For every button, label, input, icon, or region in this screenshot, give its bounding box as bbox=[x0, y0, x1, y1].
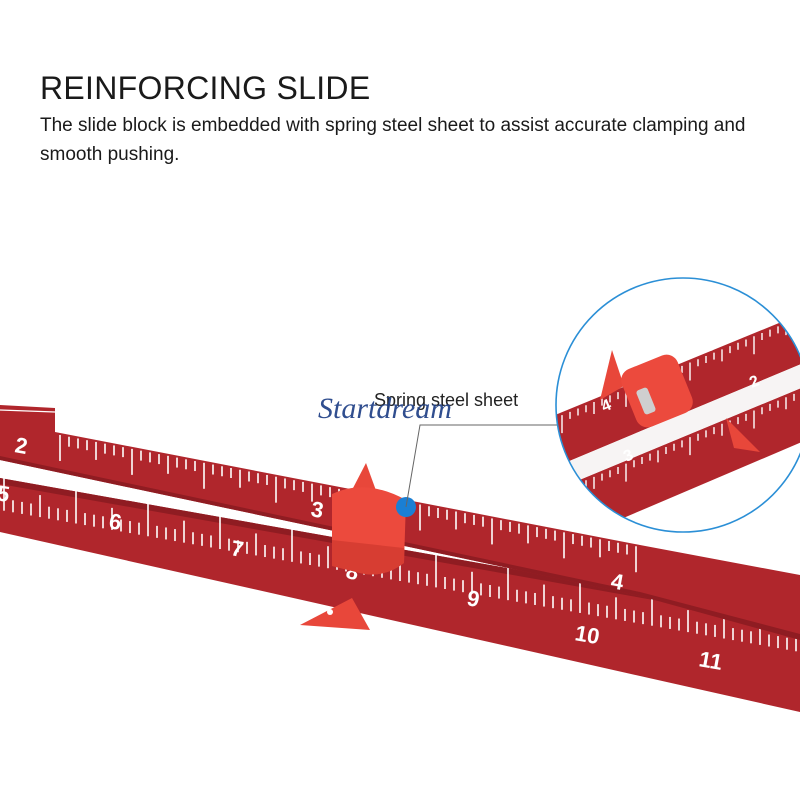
callout-label: Spring steel sheet bbox=[374, 390, 519, 410]
inset-gap bbox=[556, 352, 800, 488]
slider-bottom-fin bbox=[300, 598, 370, 630]
watermark-text: Startdream bbox=[318, 392, 452, 425]
slider-shade bbox=[332, 540, 404, 575]
ruler-tick bbox=[0, 409, 56, 413]
ruler-number: 5 bbox=[0, 480, 12, 507]
slide-block[interactable] bbox=[300, 463, 416, 630]
upper-ruler-edge bbox=[0, 456, 800, 640]
inset-ring bbox=[555, 277, 800, 533]
upper-ruler-numbers: 2 3 4 bbox=[13, 432, 626, 595]
callout-lines bbox=[405, 424, 562, 508]
lower-ruler-body bbox=[0, 478, 800, 712]
inset-fin-left bbox=[600, 350, 624, 400]
ruler-number: 6 bbox=[107, 508, 123, 535]
ruler-number: 3 bbox=[309, 496, 325, 523]
page-description: The slide block is embedded with spring … bbox=[40, 115, 746, 165]
slider-fin-hole bbox=[327, 609, 333, 615]
ruler-number: 2 bbox=[13, 432, 29, 459]
lower-ruler-ticks bbox=[3, 470, 797, 652]
ruler-number: 4 bbox=[609, 568, 626, 595]
inset-ruler-upper bbox=[556, 302, 800, 467]
inset-spring-steel bbox=[636, 387, 656, 415]
callout-line-to-slider bbox=[405, 424, 556, 508]
inset-slider bbox=[621, 354, 693, 428]
ruler-number: 7 bbox=[229, 535, 245, 562]
inset-ruler-lower bbox=[560, 376, 800, 532]
page-title: REINFORCING SLIDE bbox=[40, 70, 371, 106]
ruler-number: 11 bbox=[697, 646, 724, 675]
inset-fin-right bbox=[726, 418, 760, 452]
ruler-number: 9 bbox=[465, 585, 481, 612]
ruler-number: 10 bbox=[573, 620, 601, 649]
